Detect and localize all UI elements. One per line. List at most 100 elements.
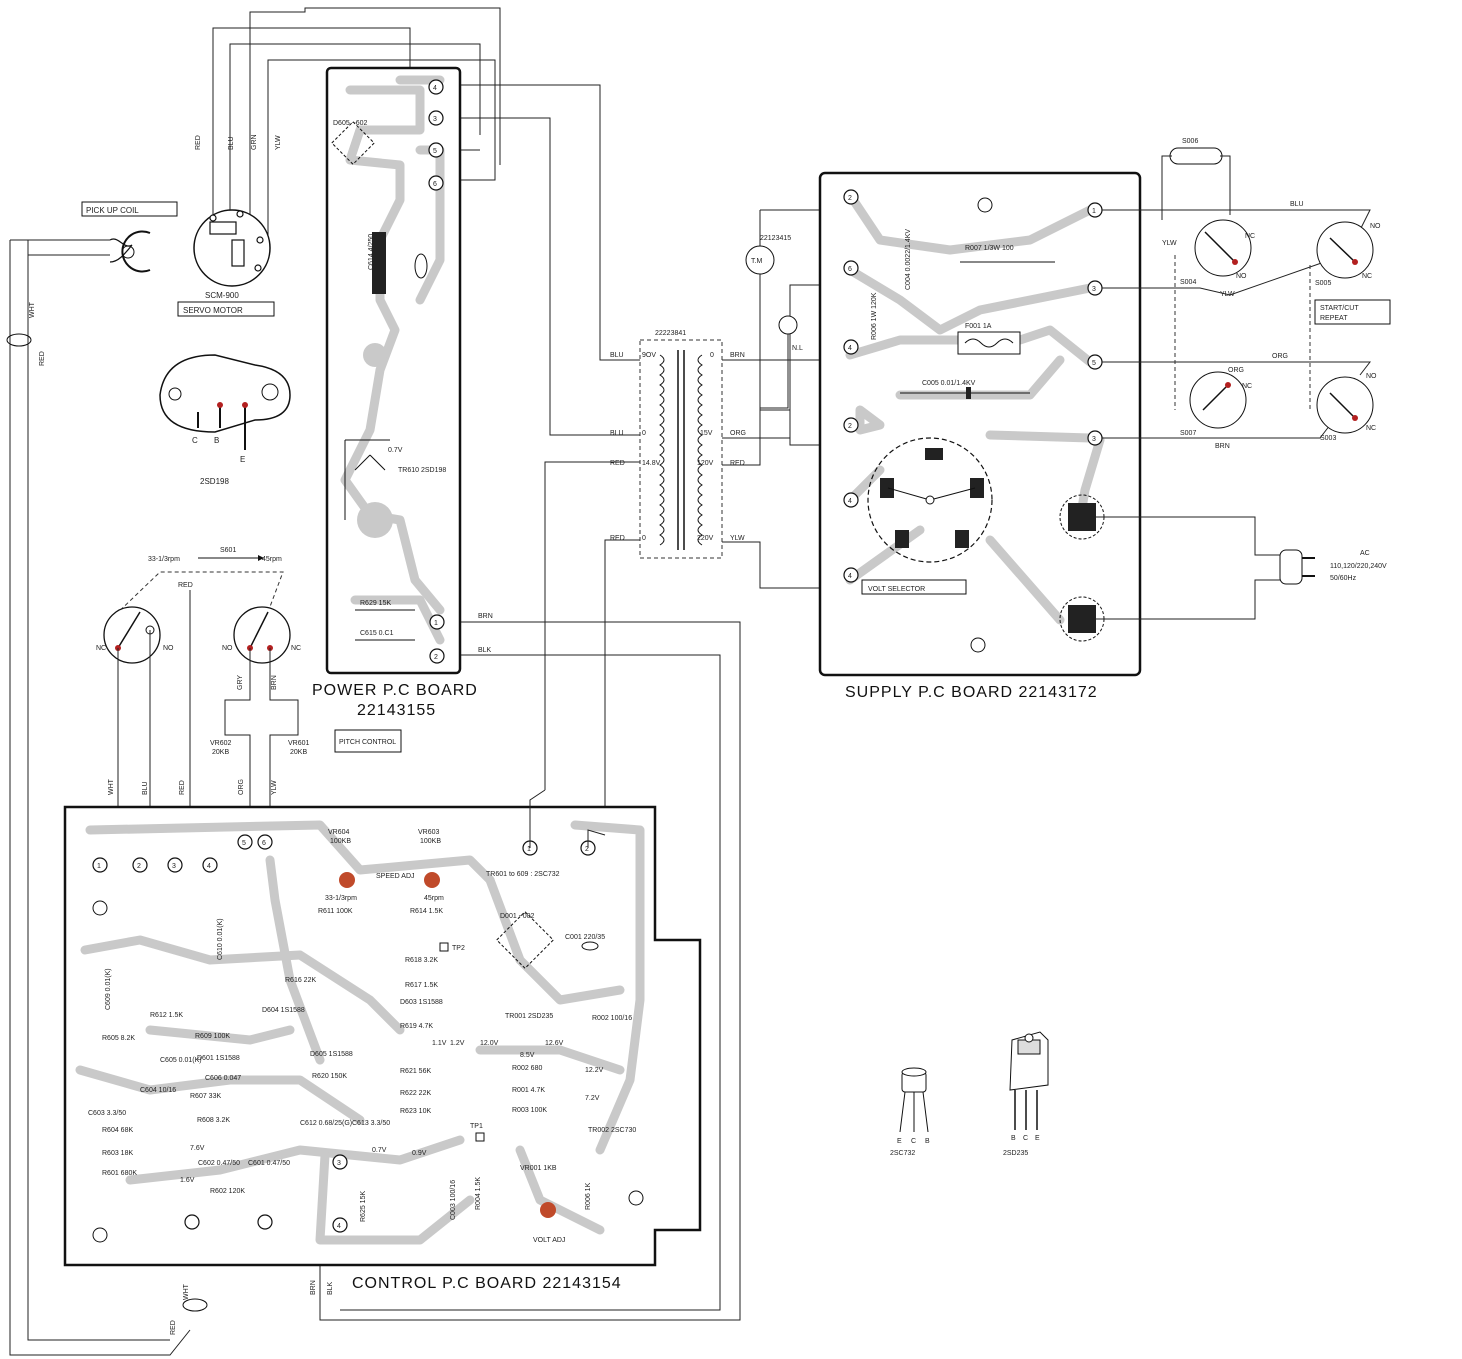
vr601-value: 20KB [290,749,307,756]
nl-label: N.L [792,345,803,352]
servo-motor-model: SCM-900 [205,291,239,300]
speed-45-label: 45rpm [262,556,282,563]
st-4b: 4 [848,498,852,505]
c005-label: C005 0.01/1.4KV [922,380,976,387]
pin-e-2sc732: E [897,1138,902,1145]
part-4: R617 1.5K [405,982,438,989]
volt-0: 12.0V [480,1040,499,1047]
pin-c-2sd235: C [1023,1135,1028,1142]
pin-c: C [192,436,198,445]
vr601-label: VR601 [288,740,310,747]
wire-blu-ctrl: BLU [142,781,149,795]
wire-ylw-ctrl: YLW [271,780,278,795]
ct-b3: 3 [337,1160,341,1167]
s007-nc: NC [1242,383,1252,390]
supply-terminals: 2 1 6 3 4 5 2 3 4 4 [843,189,1103,583]
speed-33-ctrl: 33-1/3rpm [325,895,357,902]
wire-blk-bottom: BLK [327,1281,334,1295]
pickup-coil: PICK UP COIL [81,201,178,273]
wire-brn-power: BRN [478,613,493,620]
st-2a: 2 [848,195,852,202]
part-31: R001 4.7K [512,1087,545,1094]
power-board-title: POWER P.C BOARD [312,682,478,699]
r002-label: R002 100/16 [592,1015,632,1022]
s006-label: S006 [1182,138,1198,145]
part-12: C605 0.01(K) [160,1057,202,1064]
vr604-value: 100KB [330,838,351,845]
pt-1: 1 [434,620,438,627]
tap-148v: 14.8V [642,460,661,467]
wire-org-ctrl: ORG [238,779,245,795]
wire-wht-left: WHT [29,301,36,318]
part-35: R004 1.5K [475,1177,482,1210]
vr603-label: VR603 [418,829,440,836]
control-board-title: CONTROL P.C BOARD 22143154 [352,1275,622,1292]
volt-adj-label: VOLT ADJ [533,1237,565,1244]
control-terminals: 1 2 3 4 5 6 1 2 3 4 [92,834,596,1233]
tap-15v: 15V [700,430,713,437]
ac-label: AC [1360,550,1370,557]
wire-ylw-sw2: YLW [1220,291,1235,298]
part-25: R620 150K [312,1073,347,1080]
wire-red-bottom: RED [170,1320,177,1335]
wire-wht-bottom: WHT [183,1283,190,1300]
st-3: 3 [1092,286,1096,293]
st-2b: 2 [848,423,852,430]
ct-5: 5 [242,840,246,847]
power-terminals: 4 3 5 6 1 2 [428,79,445,664]
tp2-label: TP2 [452,945,465,952]
timer-motor: T.M 22123415 N.L [745,235,803,409]
tr001-label: TR001 2SD235 [505,1013,553,1020]
part-5: D603 1S1588 [400,999,443,1006]
wire-red: RED [195,135,202,150]
part-23: C604 10/16 [140,1087,176,1094]
pt-6: 6 [433,181,437,188]
part-2: R616 22K [285,977,316,984]
wire-red-ctrl: RED [179,780,186,795]
s003-no: NO [1366,373,1377,380]
part-8: R609 100K [195,1033,230,1040]
wire-brn-bottom: BRN [310,1280,317,1295]
c614-label: C614 4/250 [368,234,375,270]
tap-0-a: 0 [642,430,646,437]
part-39: C609 0.01(K) [105,968,112,1010]
s007-label: S007 [1180,430,1196,437]
wire-ylw-t: YLW [730,535,745,542]
part-7: R612 1.5K [150,1012,183,1019]
part-3: R618 3.2K [405,957,438,964]
transistor-2sc732: E C B 2SC732 [890,1067,930,1157]
st-3b: 3 [1092,436,1096,443]
vr602-label: VR602 [210,740,232,747]
transistor-2sc732-label: 2SC732 [890,1150,915,1157]
vr603-value: 100KB [420,838,441,845]
pin-e: E [240,455,245,464]
tm-label: T.M [751,258,762,265]
wire-wht-ctrl: WHT [108,778,115,795]
volt-5: 0.9V [412,1150,427,1157]
r006-label: R006 1W 120K [871,292,878,340]
transformer: 22223841 9OV 0 14.8V 0 0 15V 120V 220V B… [610,209,850,589]
part-21: R602 120K [210,1188,245,1195]
c004-label: C004 0.0022/1.4KV [905,229,912,290]
part-36: R006 1K [585,1182,592,1210]
wire-ylw-sw: YLW [1162,240,1177,247]
wire-blk-power: BLK [478,647,492,654]
transistor-2sd198: C B E 2SD198 [159,354,291,486]
wire-brn-t: BRN [730,352,745,359]
control-parts: R611 100K R614 1.5K R616 22K R618 3.2K R… [88,908,636,1222]
s601-nc-left: NC [96,645,106,652]
part-27: R622 22K [400,1090,431,1097]
st-1: 1 [1092,208,1096,215]
volt-3: 12.2V [585,1067,604,1074]
wire-brn-sw: BRN [1215,443,1230,450]
s003-label: S003 [1320,435,1336,442]
tr610-label: TR610 2SD198 [398,467,446,474]
supply-board: R007 1/3W 100 C004 0.0022/1.4KV R006 1W … [818,171,1142,701]
part-18: R601 680K [102,1170,137,1177]
vr604-label: VR604 [328,829,350,836]
st-4c: 4 [848,573,852,580]
volt-7: 7.6V [190,1145,205,1152]
part-34: TR002 2SC730 [588,1127,636,1134]
part-13: C606 0.047 [205,1075,241,1082]
d001-label: D001 ~002 [500,913,535,920]
